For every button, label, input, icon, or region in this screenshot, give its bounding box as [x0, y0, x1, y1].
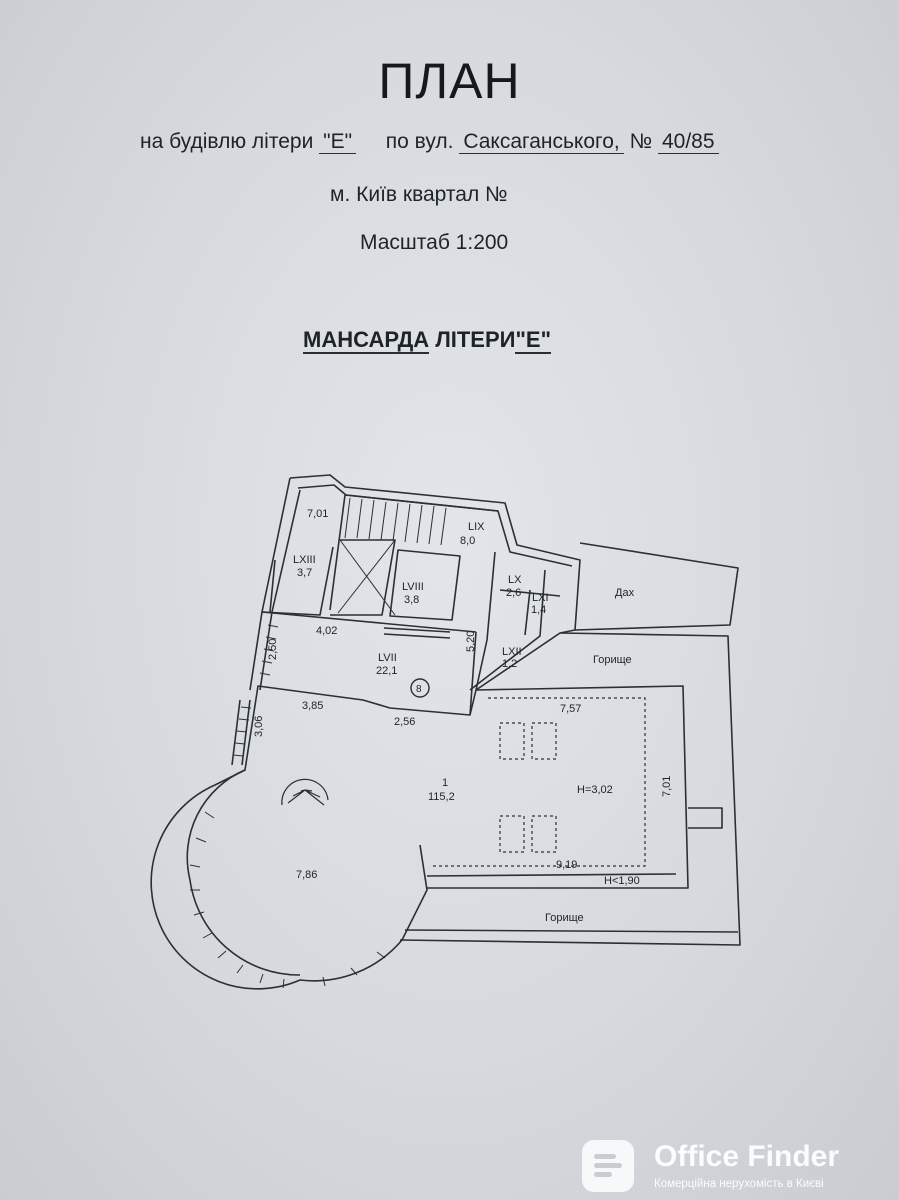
dim-hall-bottom: 9,19: [556, 859, 577, 871]
section-title-letter: "Е": [515, 327, 552, 354]
city-line: м. Київ квартал №: [330, 183, 508, 206]
room-lxi-id: LXI: [532, 592, 549, 604]
dim-hall-top-left: 3,85: [302, 700, 323, 712]
dim-hall-top-right: 7,57: [560, 703, 581, 715]
room-lviii-area: 3,8: [404, 594, 419, 606]
street-name: Саксаганського,: [459, 130, 624, 154]
roof-label: Дах: [615, 587, 635, 599]
attic-label-top: Горище: [593, 654, 632, 666]
dim-hall-right: 7,01: [661, 776, 673, 797]
room-lxii-id: LXII: [502, 646, 522, 658]
watermark-tagline: Комерційна нерухомість в Києві: [654, 1178, 824, 1190]
building-number: 40/85: [657, 130, 719, 154]
dim-left-lower: 3,06: [253, 716, 265, 737]
room-lx-id: LX: [508, 574, 522, 586]
attic-outline-top: [399, 632, 741, 946]
page-title: ПЛАН: [378, 53, 521, 109]
scale-line: Масштаб 1:200: [360, 231, 509, 254]
address-line: на будівлю літери "Е" по вул. Саксагансь…: [140, 130, 719, 154]
number-sign: №: [629, 130, 653, 153]
room-lxiii-id: LXIII: [293, 554, 316, 566]
room-1-area: 115,2: [428, 791, 455, 803]
attic-label-bottom: Горище: [545, 912, 584, 924]
dim-left-upper: 2,50: [267, 639, 279, 660]
street-prefix: по вул.: [385, 130, 454, 153]
building-letter: "Е": [319, 130, 357, 154]
watermark-name: Office Finder: [654, 1140, 840, 1173]
height-low: H<1,90: [604, 875, 640, 887]
room-1-id: 1: [442, 777, 448, 789]
room-lviii-id: LVIII: [402, 581, 424, 593]
dim-rotunda: 7,86: [296, 869, 317, 881]
dim-top-left: 7,01: [307, 508, 328, 520]
dim-lvii-top: 4,02: [316, 625, 337, 637]
marker-label: 8: [416, 684, 422, 695]
height-main: H=3,02: [577, 784, 613, 796]
room-lvii-area: 22,1: [376, 665, 397, 677]
section-title-letter-word: ЛІТЕРИ: [435, 327, 516, 352]
office-finder-logo-icon: [582, 1140, 634, 1192]
section-title: МАНСАРДА ЛІТЕРИ"Е": [303, 327, 552, 354]
room-lxiii-area: 3,7: [297, 567, 312, 579]
roof-outline: [574, 542, 739, 631]
room-lxi-area: 1,4: [531, 604, 546, 616]
dim-hall-top-mid: 2,56: [394, 716, 415, 728]
room-lxii-area: 1,2: [502, 658, 517, 670]
dim-lvii-right: 5,20: [465, 631, 477, 652]
building-outline: [150, 474, 581, 990]
room-lix-area: 8,0: [460, 535, 475, 547]
address-prefix: на будівлю літери: [140, 130, 314, 153]
room-lvii-id: LVII: [378, 652, 397, 664]
office-finder-watermark: Office Finder Комерційна нерухомість в К…: [582, 1138, 892, 1194]
room-lx-area: 2,6: [506, 587, 521, 599]
room-lix-id: LIX: [468, 521, 485, 533]
section-title-word: МАНСАРДА: [303, 327, 430, 354]
main-hall-outline: [427, 685, 689, 889]
